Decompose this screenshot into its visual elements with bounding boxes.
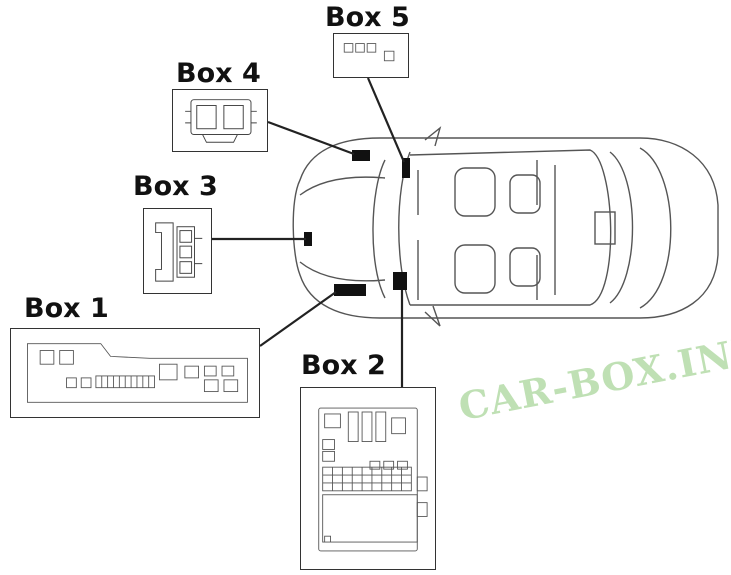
label-box-3: Box 3	[133, 171, 218, 202]
label-box-1: Box 1	[24, 293, 109, 324]
fuse-box-1-panel	[10, 328, 260, 418]
marker-box-4	[352, 150, 370, 161]
marker-box-1	[334, 284, 366, 296]
leader-box-4	[267, 120, 355, 156]
fuse-box-3-panel	[143, 208, 212, 294]
fuse-box-3-drawing	[155, 222, 203, 282]
label-box-5: Box 5	[325, 2, 410, 33]
marker-box-2	[393, 272, 407, 290]
fuse-box-2-panel	[300, 387, 436, 570]
fuse-box-2-drawing	[318, 407, 428, 552]
leader-lines	[212, 77, 406, 387]
fuse-box-4-drawing	[185, 99, 257, 143]
label-box-2: Box 2	[301, 350, 386, 381]
car-body-outline	[292, 126, 719, 327]
marker-box-5	[402, 158, 410, 178]
leader-box-1	[259, 291, 337, 347]
location-markers	[304, 150, 410, 296]
label-box-4: Box 4	[176, 58, 261, 89]
fuse-box-4-panel	[172, 89, 268, 152]
marker-box-3	[304, 232, 312, 246]
fuse-box-1-drawing	[27, 343, 248, 403]
fuse-box-5-panel	[333, 33, 409, 78]
leader-box-5	[366, 77, 406, 163]
fuse-box-5-drawing	[343, 43, 395, 62]
